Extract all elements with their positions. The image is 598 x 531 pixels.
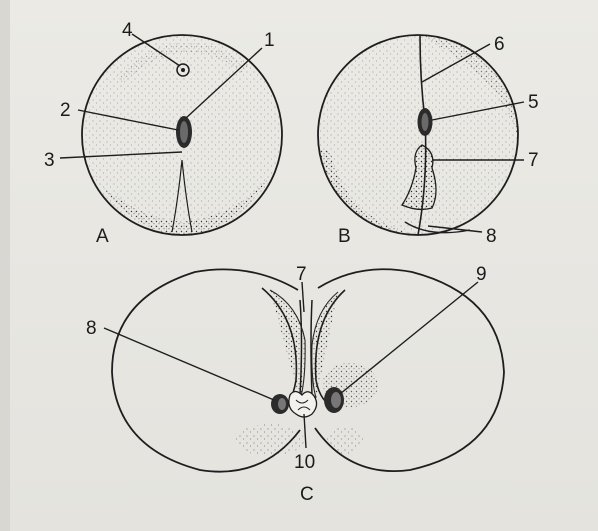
callout-7-c: 7 <box>296 264 307 285</box>
callout-8: 8 <box>486 226 497 247</box>
callout-8-c: 8 <box>86 318 97 339</box>
panel-letter-c: C <box>300 484 314 505</box>
panel-letter-b: B <box>338 226 351 247</box>
seed-a <box>82 35 282 235</box>
panel-letter-a: A <box>96 226 109 247</box>
callout-5: 5 <box>528 92 539 113</box>
callout-10: 10 <box>294 452 315 473</box>
callout-3: 3 <box>44 150 55 171</box>
callout-2: 2 <box>60 100 71 121</box>
callout-1: 1 <box>264 30 275 51</box>
seed-b <box>318 35 518 235</box>
radicle <box>289 392 317 418</box>
callout-9: 9 <box>476 264 487 285</box>
callout-7: 7 <box>528 150 539 171</box>
callout-6: 6 <box>494 34 505 55</box>
seed-c <box>112 269 504 471</box>
callout-4: 4 <box>122 20 133 41</box>
seed-a-hilum-inner <box>180 121 188 143</box>
